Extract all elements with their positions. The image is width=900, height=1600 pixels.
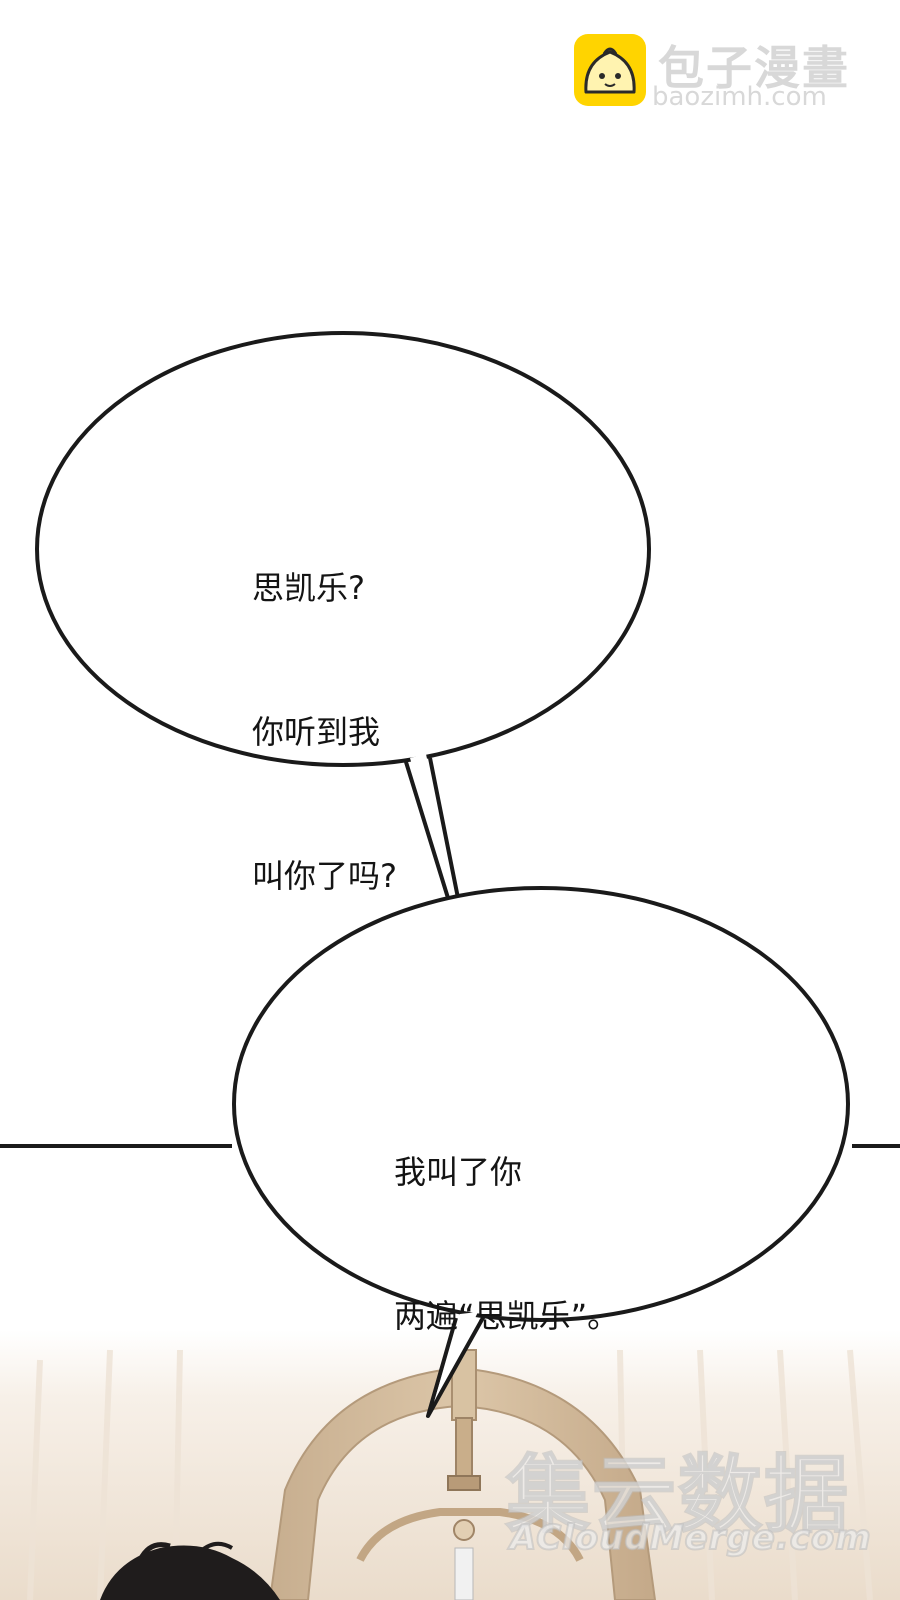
speech-bubble-1-text: 思凯乐? 你听到我 叫你了吗? <box>252 468 397 948</box>
speech-bubble-1 <box>35 331 651 900</box>
watermark-title: 集云数据 <box>505 1445 851 1545</box>
speech-bubble-2-text: 我叫了你 两遍“思凯乐”。 <box>394 1052 619 1388</box>
speech-bubble-2 <box>232 886 850 1418</box>
site-logo-url: baozimh.com <box>652 82 827 112</box>
dialogue-line: 你听到我 <box>252 713 381 751</box>
character-hair <box>100 1541 280 1600</box>
dialogue-line: 思凯乐? <box>252 569 365 607</box>
dialogue-line: 叫你了吗? <box>252 857 397 895</box>
site-logo-title: 包子漫畫 <box>658 41 850 95</box>
dialogue-line: 我叫了你 <box>394 1153 523 1191</box>
watermark-url: ACloudMerge.com <box>509 1517 872 1559</box>
steamed-bun-icon <box>574 34 646 106</box>
dialogue-line: 两遍“思凯乐”。 <box>394 1297 620 1335</box>
ornate-arch <box>268 1349 657 1600</box>
